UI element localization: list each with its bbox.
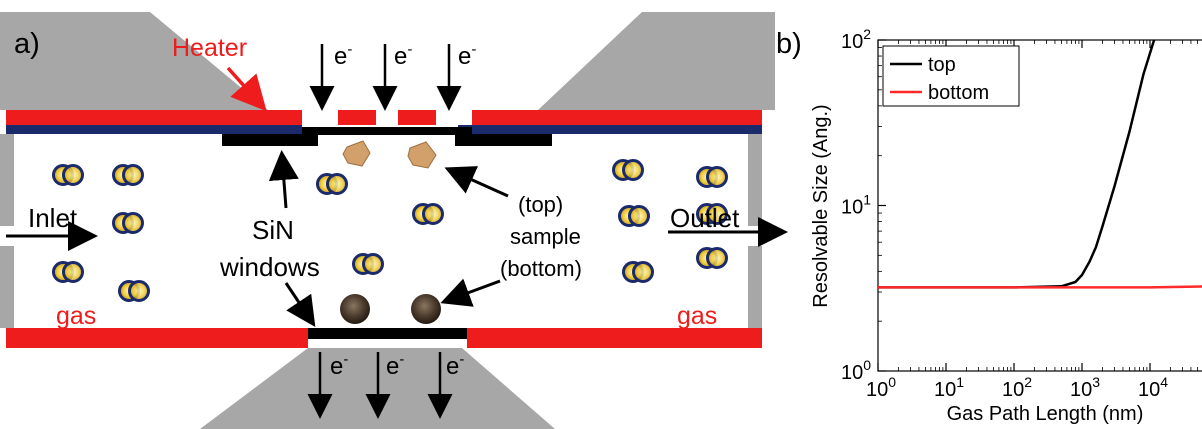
electron-label: e- — [394, 41, 412, 70]
x-tick-label: 101 — [934, 374, 964, 401]
gas-molecule-icon — [412, 203, 444, 225]
gas-molecule-icon — [618, 205, 650, 227]
heater-top-right — [472, 110, 762, 125]
y-tick-label: 102 — [841, 26, 871, 53]
x-axis-label: Gas Path Length (nm) — [947, 403, 1144, 425]
gas-molecule-icon — [352, 253, 384, 275]
windows-label-line1: SiN — [252, 215, 294, 245]
wall-right-lower — [748, 246, 762, 328]
inlet-label: Inlet — [28, 203, 78, 233]
legend-label-bottom: bottom — [928, 82, 989, 104]
gas-label-right: gas — [677, 302, 717, 330]
sample-bottom — [411, 294, 441, 324]
window-top-right-ledge — [455, 134, 552, 146]
incoming-electron-beam: e- e- e- — [309, 41, 476, 111]
y-tick-label: 101 — [841, 192, 871, 219]
frame-top-right — [538, 12, 775, 110]
x-tick-label: 104 — [1138, 374, 1168, 401]
heater-top-mid2 — [398, 110, 436, 125]
sample-label-line1: (top) — [518, 192, 563, 217]
panel-a: a) Heater e- e- e- e- e- e- Inlet — [0, 12, 788, 429]
gas-molecule-icon — [612, 159, 644, 181]
outlet-label: Outlet — [670, 203, 740, 233]
electron-label: e- — [386, 351, 404, 380]
series-line-bottom — [878, 285, 1202, 289]
sample-arrow-top — [444, 166, 509, 198]
gas-molecule-icon — [696, 247, 728, 269]
panel-a-label: a) — [14, 28, 40, 60]
sample-arrow-bottom — [440, 278, 501, 307]
sample-top — [342, 140, 371, 167]
x-tick-label: 103 — [1070, 374, 1100, 401]
gas-molecule-icon — [112, 212, 144, 234]
window-bottom — [308, 328, 467, 339]
windows-label-line2: windows — [219, 252, 320, 282]
heater-top-mid1 — [338, 110, 376, 125]
y-axis-label: Resolvable Size (Ang.) — [810, 104, 832, 307]
legend-label-top: top — [928, 54, 956, 76]
panel-b-label: b) — [776, 28, 802, 60]
wall-left-lower — [0, 246, 14, 328]
heater-arrow — [226, 66, 267, 112]
electron-label: e- — [446, 351, 464, 380]
panel-b: b) 100 101 102 103 104 100 101 102 Resolvable S… — [776, 26, 1202, 425]
windows-arrow-down — [284, 282, 316, 327]
electron-label: e- — [334, 41, 352, 70]
sin-layer-left — [6, 125, 302, 134]
sin-layer-right — [458, 125, 762, 134]
wall-left-upper — [0, 134, 14, 226]
gas-molecule-icon — [52, 261, 84, 283]
windows-arrow-up — [268, 150, 299, 209]
gas-label-left: gas — [56, 302, 96, 330]
gas-molecule-icon — [118, 280, 150, 302]
heater-bottom-right — [467, 328, 762, 348]
gas-molecules — [52, 159, 728, 302]
gas-molecule-icon — [316, 173, 348, 195]
frame-top-left — [0, 12, 268, 110]
legend-box — [882, 45, 1020, 107]
gas-molecule-icon — [52, 164, 84, 186]
y-tick-label: 100 — [841, 357, 871, 384]
electron-label: e- — [458, 41, 476, 70]
gas-molecule-icon — [696, 203, 728, 225]
electron-label: e- — [330, 351, 348, 380]
sample-label-line2: sample — [510, 224, 581, 249]
gas-molecule-icon — [112, 164, 144, 186]
wall-right-upper — [748, 134, 762, 226]
x-tick-label: 100 — [866, 374, 896, 401]
x-tick-label: 102 — [1002, 374, 1032, 401]
sample-bottom — [340, 294, 370, 324]
heater-top-left — [6, 110, 302, 125]
sample-label-line3: (bottom) — [500, 256, 582, 281]
gas-molecule-icon — [696, 166, 728, 188]
heater-bottom-left — [6, 328, 308, 348]
window-top-center — [302, 127, 472, 135]
window-top-left-ledge — [222, 134, 318, 146]
chart-layer: 100 101 102 103 104 100 101 102 — [841, 26, 1202, 401]
gas-molecule-icon — [622, 261, 654, 283]
sample-top — [407, 141, 437, 169]
heater-label: Heater — [172, 34, 247, 62]
outgoing-electron-beam: e- e- e- — [307, 351, 464, 419]
legend: top bottom — [882, 45, 1020, 107]
